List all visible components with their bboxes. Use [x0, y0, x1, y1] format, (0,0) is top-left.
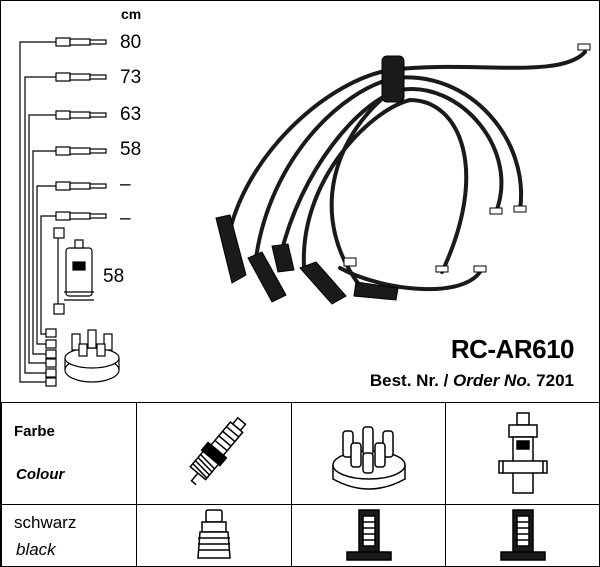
lead-length-schematic: [19, 37, 120, 387]
header-label-en: Colour: [16, 466, 65, 483]
legend-header-cell: Farbe Colour: [1, 402, 137, 505]
legend-header-row: Farbe Colour: [1, 402, 600, 505]
order-label-de: Best. Nr.: [369, 371, 439, 390]
coil-connector-icon: [499, 508, 546, 561]
order-separator: /: [438, 371, 454, 390]
plug-boot-cell: [136, 504, 292, 567]
colour-cell: schwarz black: [1, 504, 137, 567]
ignition-coil-cell: [445, 402, 600, 505]
spark-plug-cell: [136, 402, 292, 505]
coil-connector-cell: [445, 504, 600, 567]
cable-diagram: cm 80 73 63 58 – – 58 RC-AR610 Best. Nr.…: [19, 6, 591, 391]
cap-terminals: [45, 328, 57, 387]
cap-connector-cell: [291, 504, 446, 567]
cable-clip: [381, 55, 405, 103]
order-label-en: Order No.: [453, 371, 532, 390]
lead-length-6: –: [120, 208, 131, 229]
legend-colour-row: schwarz black: [1, 504, 600, 567]
lead-length-2: 73: [120, 67, 142, 88]
lead-length-3: 63: [120, 104, 142, 125]
distributor-cap-cell: [291, 402, 446, 505]
colour-label-en: black: [16, 540, 56, 559]
colour-label-de: schwarz: [14, 513, 77, 532]
coil-lead-length: 58: [103, 266, 125, 287]
order-number-line: Best. Nr. / Order No. 7201: [370, 371, 574, 391]
spark-plug-icon: [189, 416, 247, 485]
ignition-coil-icon: [497, 411, 548, 494]
order-number: 7201: [536, 371, 574, 390]
cable-end-terminals: [343, 43, 591, 273]
lead-terminals: [55, 37, 107, 221]
coil-small: [64, 239, 94, 301]
lead-length-1: 80: [120, 32, 142, 53]
product-model: RC-AR610: [450, 334, 575, 364]
plug-boots: [215, 214, 399, 305]
lead-length-5: –: [120, 174, 131, 195]
spark-plug-boot-icon: [197, 508, 231, 559]
legend-table: Farbe Colour: [1, 402, 600, 567]
header-label-de: Farbe: [14, 423, 55, 440]
distributor-cap-small: [64, 329, 120, 383]
distributor-connector-icon: [345, 508, 392, 561]
distributor-cap-icon: [331, 425, 406, 490]
length-unit: cm: [121, 6, 142, 22]
cable-drawing: [19, 37, 591, 387]
lead-length-4: 58: [120, 139, 142, 160]
